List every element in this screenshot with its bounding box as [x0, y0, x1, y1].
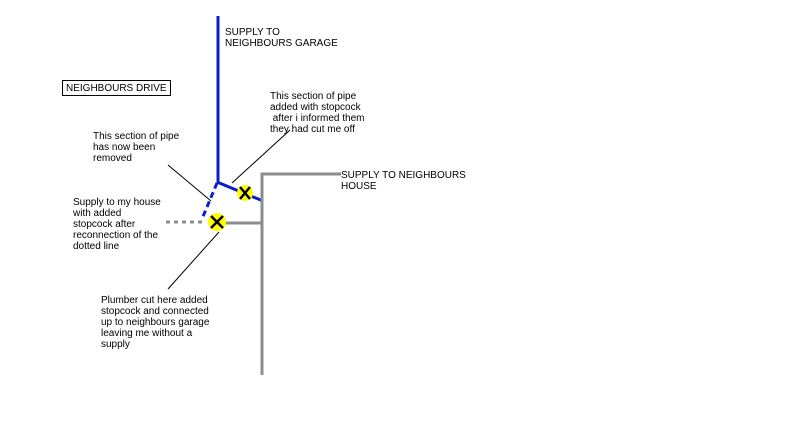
grey-house-pipe	[260, 172, 341, 375]
label-pipe-removed: This section of pipe has now been remove…	[93, 131, 180, 164]
stopcock-cut-marker	[208, 213, 226, 231]
leader-pipe-removed	[167, 164, 212, 202]
label-neighbours-drive: NEIGHBOURS DRIVE	[62, 80, 171, 96]
blue-dashed-removed-pipe	[200, 182, 219, 220]
label-pipe-added-with-stopcock: This section of pipe added with stopcock…	[270, 91, 365, 135]
label-plumber-cut: Plumber cut here added stopcock and conn…	[101, 295, 210, 350]
label-supply-to-my-house: Supply to my house with added stopcock a…	[73, 197, 161, 252]
leader-plumber-cut	[167, 231, 220, 290]
leader-pipe-added	[231, 129, 291, 184]
stopcock-added-marker	[237, 185, 253, 201]
label-supply-to-neighbours-garage: SUPPLY TO NEIGHBOURS GARAGE	[225, 27, 338, 49]
label-supply-to-neighbours-house: SUPPLY TO NEIGHBOURS HOUSE	[341, 170, 466, 192]
